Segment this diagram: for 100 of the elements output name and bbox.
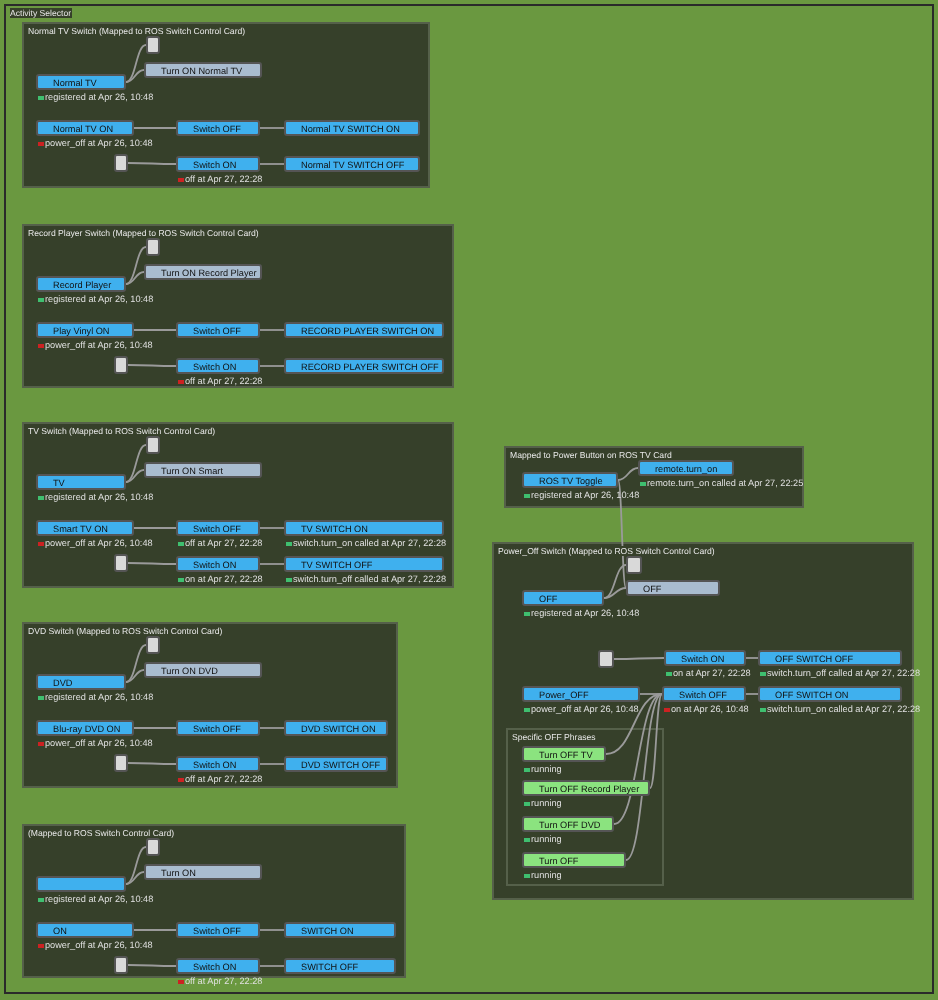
flow-node xyxy=(662,686,746,702)
wire xyxy=(125,846,147,885)
flow-node xyxy=(176,156,260,172)
group-panel xyxy=(22,22,430,188)
wire xyxy=(617,467,639,481)
wire xyxy=(127,162,177,165)
wire xyxy=(745,693,759,695)
wire xyxy=(125,271,145,285)
group-panel xyxy=(22,622,398,788)
wire xyxy=(125,246,147,285)
flow-node xyxy=(284,358,444,374)
flow-node xyxy=(176,556,260,572)
flow-node xyxy=(36,74,126,90)
inject-node xyxy=(146,238,160,256)
group-panel xyxy=(22,422,454,588)
wire xyxy=(259,563,285,565)
wire xyxy=(133,329,177,331)
flow-node xyxy=(284,756,388,772)
flow-node xyxy=(522,590,604,606)
flow-node xyxy=(284,922,396,938)
wire xyxy=(133,929,177,931)
wire xyxy=(127,762,177,765)
function-node xyxy=(144,62,262,78)
flow-node xyxy=(284,958,396,974)
flow-node xyxy=(36,876,126,892)
wire xyxy=(605,693,663,755)
wire xyxy=(617,479,627,589)
flow-node xyxy=(758,650,902,666)
inject-node xyxy=(146,636,160,654)
group-panel xyxy=(506,728,664,886)
wire xyxy=(649,693,663,789)
flow-node xyxy=(36,520,134,536)
wire xyxy=(127,364,177,367)
flow-node xyxy=(36,474,126,490)
inject-node xyxy=(114,754,128,772)
flow-node xyxy=(36,922,134,938)
wire xyxy=(133,727,177,729)
wire xyxy=(259,329,285,331)
flow-node xyxy=(522,686,640,702)
flow-node xyxy=(176,756,260,772)
wire xyxy=(125,69,145,83)
flow-node xyxy=(36,276,126,292)
wire xyxy=(125,469,145,483)
wire xyxy=(125,444,147,483)
inject-node xyxy=(146,436,160,454)
wire xyxy=(603,587,627,599)
group-panel xyxy=(504,446,804,508)
flow-node xyxy=(664,650,746,666)
wire xyxy=(259,365,285,367)
flow-node xyxy=(176,358,260,374)
function-node xyxy=(144,264,262,280)
wire xyxy=(639,693,663,695)
flow-node xyxy=(36,322,134,338)
flow-node xyxy=(36,674,126,690)
wire xyxy=(125,644,147,683)
wire xyxy=(127,562,177,565)
phrase-node xyxy=(522,816,614,832)
flow-node xyxy=(522,472,618,488)
flow-node xyxy=(284,556,444,572)
wire xyxy=(133,527,177,529)
wire xyxy=(259,929,285,931)
flow-node xyxy=(176,922,260,938)
flow-node xyxy=(284,156,420,172)
flow-node xyxy=(36,120,134,136)
phrase-node xyxy=(522,746,606,762)
wire xyxy=(259,763,285,765)
function-node xyxy=(144,462,262,478)
flow-node xyxy=(284,520,444,536)
inject-node xyxy=(146,838,160,856)
wire xyxy=(613,693,663,825)
flow-node xyxy=(176,720,260,736)
phrase-node xyxy=(522,852,626,868)
flow-node xyxy=(176,958,260,974)
wire xyxy=(603,564,627,599)
wire xyxy=(133,127,177,129)
wire xyxy=(613,657,665,660)
inject-node xyxy=(114,154,128,172)
phrase-node xyxy=(522,780,650,796)
wire xyxy=(259,527,285,529)
wire xyxy=(125,44,147,83)
wire xyxy=(625,693,663,861)
flow-node xyxy=(176,120,260,136)
flow-node xyxy=(638,460,734,476)
wire xyxy=(125,669,145,683)
function-node xyxy=(626,580,720,596)
flow-node xyxy=(284,720,388,736)
wire xyxy=(259,127,285,129)
inject-node xyxy=(598,650,614,668)
wire xyxy=(259,965,285,967)
wire xyxy=(259,727,285,729)
function-node xyxy=(144,662,262,678)
flow-node xyxy=(284,120,420,136)
inject-node xyxy=(114,956,128,974)
inject-node xyxy=(114,356,128,374)
inject-node xyxy=(114,554,128,572)
wire xyxy=(745,657,759,659)
inject-node xyxy=(146,36,160,54)
group-frame xyxy=(4,4,934,994)
group-panel xyxy=(22,224,454,388)
flow-node xyxy=(36,720,134,736)
